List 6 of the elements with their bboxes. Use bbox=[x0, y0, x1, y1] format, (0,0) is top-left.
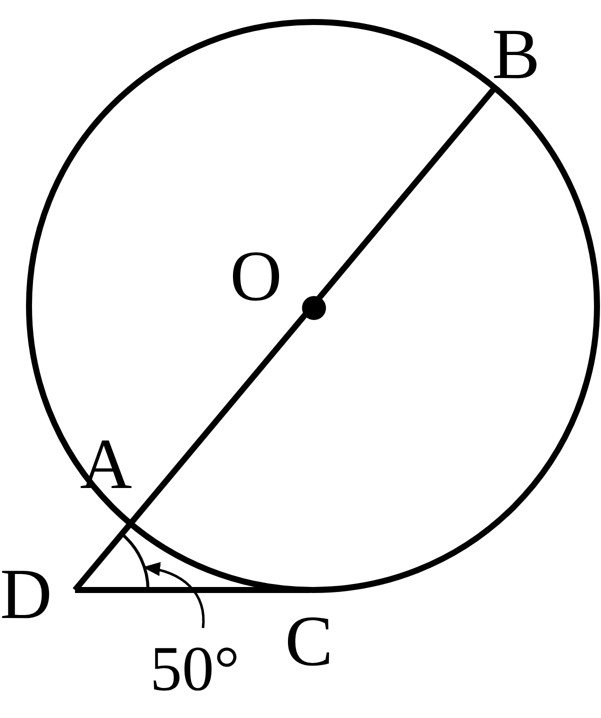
leader-arrow bbox=[142, 562, 205, 628]
angle-label: 50° bbox=[150, 633, 240, 704]
point-label: D bbox=[0, 554, 52, 634]
point-label: O bbox=[230, 236, 282, 316]
point-label: B bbox=[492, 14, 540, 94]
point-label: C bbox=[285, 601, 334, 681]
